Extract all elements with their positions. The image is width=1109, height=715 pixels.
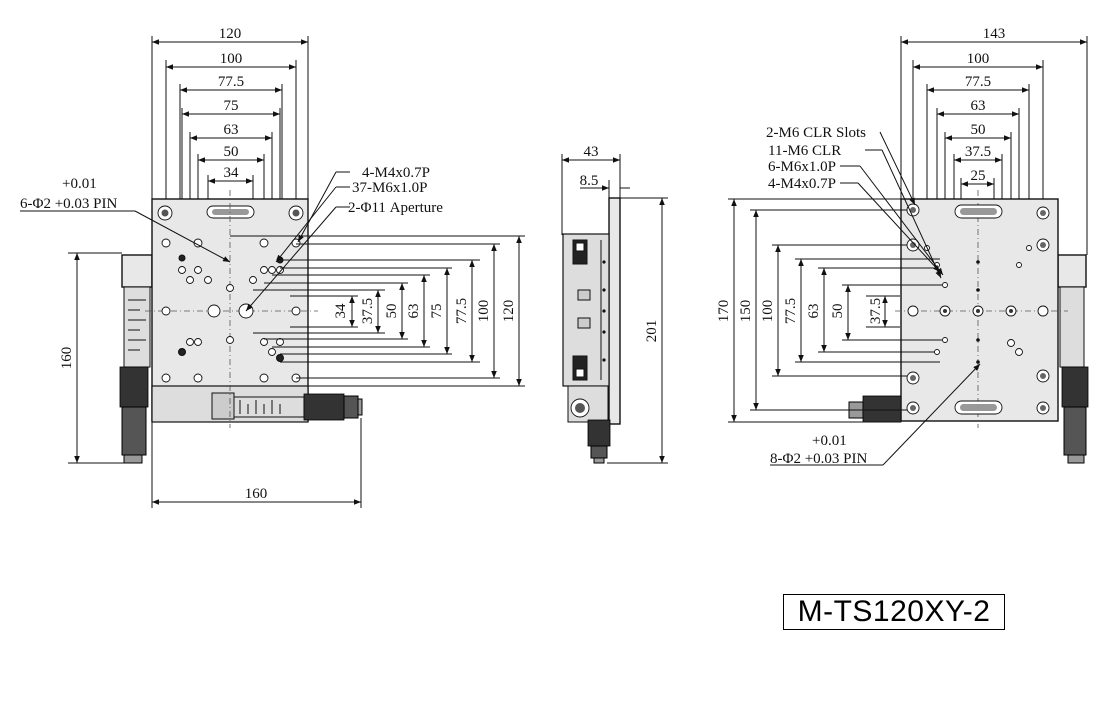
callout-2-m6-slots: 2-M6 CLR Slots — [766, 125, 866, 141]
side-view: 43 8.5 201 — [561, 144, 668, 464]
dim-34-right: 34 — [333, 303, 349, 319]
callout-4-m4: 4-M4x0.7P — [362, 165, 430, 181]
dim-100-rtop: 100 — [967, 51, 990, 67]
dim-50-top: 50 — [224, 144, 239, 160]
left-right-dimensions: 34 37.5 50 63 75 77.5 100 120 — [230, 235, 525, 387]
pin-tolerance-right: +0.01 — [812, 433, 847, 449]
dim-170-left: 170 — [716, 300, 732, 323]
side-top-plate — [608, 197, 621, 425]
dim-34-top: 34 — [224, 165, 240, 181]
dim-77-5-rtop: 77.5 — [965, 74, 991, 90]
dim-201-side: 201 — [644, 320, 660, 343]
part-number-label: M-TS120XY-2 — [783, 594, 1005, 630]
dim-50-rtop: 50 — [971, 122, 986, 138]
callout-37-m6: 37-M6x1.0P — [352, 180, 427, 196]
pin-tolerance-left: +0.01 — [62, 176, 97, 192]
dim-37-5-left: 37.5 — [868, 298, 884, 324]
callout-6-m6x1: 6-M6x1.0P — [768, 159, 836, 175]
dim-160-left: 160 — [59, 347, 75, 370]
bottom-micrometer-scale — [239, 400, 281, 414]
callout-2-aperture: 2-Φ11 Aperture — [348, 200, 443, 216]
dim-77-5-right: 77.5 — [454, 298, 470, 324]
bottom-horizontal-160: 160 — [151, 418, 362, 508]
dim-25-rtop: 25 — [971, 168, 986, 184]
dim-63-right: 63 — [406, 304, 422, 319]
dim-63-left: 63 — [806, 304, 822, 319]
right-left-dimensions: 170 150 100 77.5 63 50 37.5 — [716, 198, 942, 423]
dim-100-left: 100 — [760, 300, 776, 323]
dim-75-right: 75 — [429, 304, 445, 319]
dim-75-top: 75 — [224, 98, 239, 114]
right-bottom-view: 143 100 77.5 63 50 37.5 25 — [716, 26, 1089, 467]
dim-50-left: 50 — [830, 304, 846, 319]
left-vertical-160: 160 — [59, 252, 124, 464]
dim-150-left: 150 — [738, 300, 754, 323]
dim-8-5-side: 8.5 — [580, 173, 599, 189]
dim-120-top: 120 — [219, 26, 242, 42]
dim-37-5-right: 37.5 — [360, 298, 376, 324]
callout-11-m6-clr: 11-M6 CLR — [768, 143, 841, 159]
callout-4-m4-right: 4-M4x0.7P — [768, 176, 836, 192]
dim-77-5-left: 77.5 — [783, 298, 799, 324]
dim-100-right: 100 — [476, 300, 492, 323]
dim-43-side: 43 — [584, 144, 599, 160]
dim-100-top: 100 — [220, 51, 243, 67]
dim-63-top: 63 — [224, 122, 239, 138]
dim-120-right: 120 — [501, 300, 517, 323]
left-micrometer-scale — [128, 299, 146, 351]
dim-37-5-rtop: 37.5 — [965, 144, 991, 160]
pin-label-right: 8-Φ2 +0.03 PIN — [770, 451, 868, 467]
left-top-view: 120 100 77.5 75 63 50 34 — [20, 26, 525, 508]
dim-160-bottom: 160 — [245, 486, 268, 502]
right-hole-grid — [906, 203, 1050, 415]
pin-label-left: 6-Φ2 +0.03 PIN — [20, 196, 118, 212]
dim-77-5-top: 77.5 — [218, 74, 244, 90]
dim-50-right: 50 — [384, 304, 400, 319]
dim-143-top: 143 — [983, 26, 1006, 42]
left-stage-body — [20, 171, 363, 464]
dim-63-rtop: 63 — [971, 98, 986, 114]
